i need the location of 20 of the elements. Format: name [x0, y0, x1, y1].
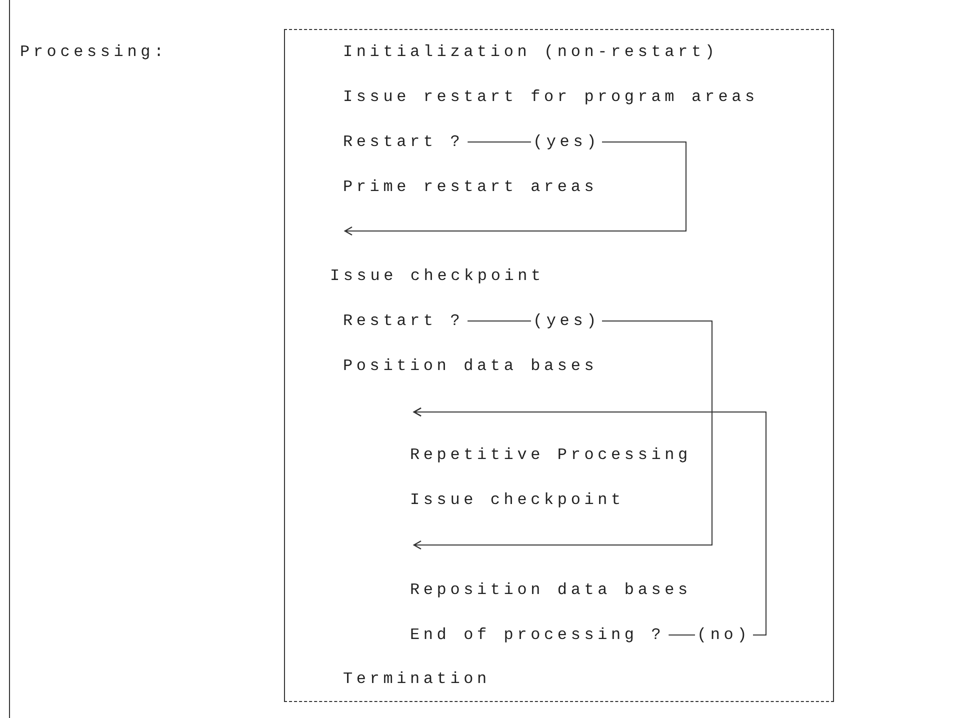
edge-label: (yes) [531, 132, 602, 152]
step-text: Restart ? [343, 132, 464, 152]
step-text: Restart ? [343, 311, 464, 331]
step-text: Reposition data bases [410, 580, 692, 600]
step-text: Prime restart areas [343, 177, 598, 197]
edge-label: (no) [695, 625, 753, 645]
step-text: Issue checkpoint [410, 490, 624, 510]
step-text: Position data bases [343, 356, 598, 376]
step-text: Issue checkpoint [330, 266, 544, 286]
arrow [344, 142, 686, 236]
arrow [413, 407, 766, 636]
step-text: End of processing ? [410, 625, 665, 645]
step-text: Termination [343, 669, 490, 689]
process-frame [284, 29, 834, 702]
section-heading: Processing: [20, 42, 168, 62]
step-text: Initialization (non-restart) [343, 42, 718, 62]
edge-label: (yes) [531, 311, 602, 331]
step-text: Issue restart for program areas [343, 87, 758, 107]
arrow [413, 320, 712, 550]
step-text: Repetitive Processing [410, 445, 692, 465]
